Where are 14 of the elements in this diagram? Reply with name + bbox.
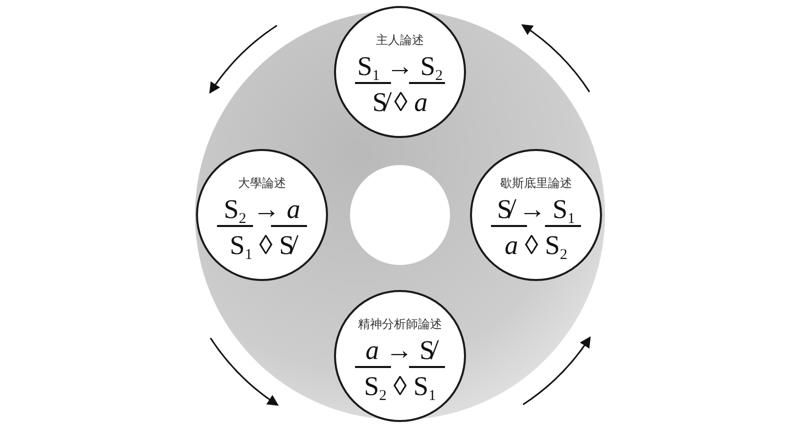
formula-top: S$_{2}$ → a	[224, 194, 300, 224]
discourse-title: 主人論述	[376, 32, 424, 48]
discourse-title: 精神分析師論述	[358, 316, 442, 332]
formula-top: S̸ → S$_{1}$	[496, 194, 576, 224]
discourse-title: 歇斯底里論述	[500, 174, 572, 192]
formula-bottom: S̸ ◊ a	[372, 86, 428, 116]
curved-arrow	[209, 24, 278, 94]
discourse-title: 大學論述	[238, 174, 286, 192]
formula-bottom: S$_{2}$ ◊ S$_{1}$	[364, 370, 436, 400]
formula-top: S$_{1}$ → S$_{2}$	[357, 50, 443, 80]
formula-bottom: a ◊ S$_{2}$	[504, 230, 568, 260]
curved-arrow	[522, 336, 591, 406]
curved-arrow	[210, 338, 279, 406]
curved-arrow	[521, 24, 590, 92]
